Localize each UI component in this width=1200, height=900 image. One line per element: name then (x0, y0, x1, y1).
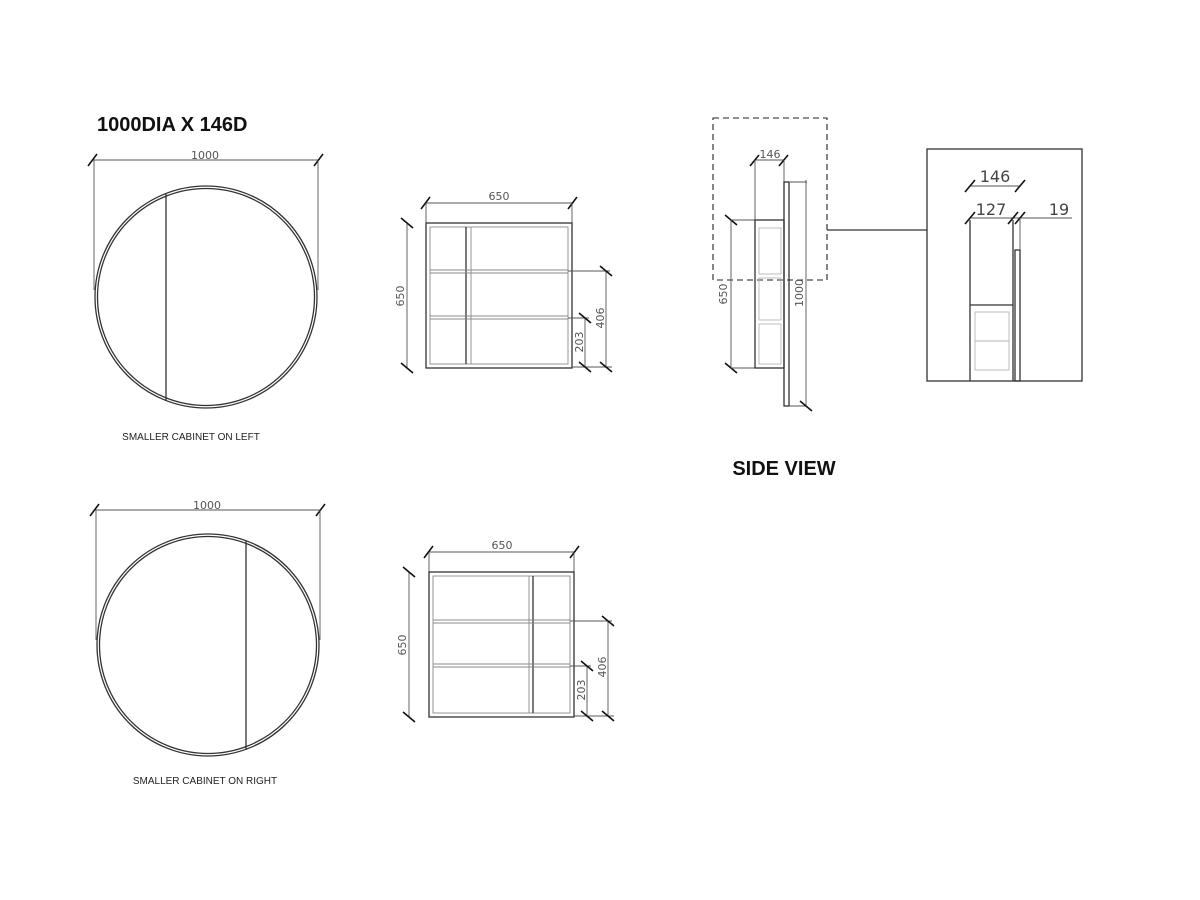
detail-view-box (926, 148, 1083, 382)
side-shelf-outline (758, 227, 782, 275)
width-dimension-label: 1000 (191, 149, 219, 162)
dimension-tick (599, 361, 613, 373)
dimension-tick (87, 153, 98, 167)
cabinet-width-label: 650 (492, 539, 513, 552)
dimension-tick (578, 361, 592, 373)
product-title: 1000DIA X 146D (97, 114, 247, 136)
dimension-tick (569, 545, 580, 559)
side-cabinet-height-label: 650 (717, 284, 730, 305)
detail-depth-label: 146 (980, 167, 1011, 186)
dimension-tick (580, 710, 594, 722)
dimension-tick (778, 154, 789, 167)
shelf-dimension-203-label: 203 (575, 680, 588, 701)
dimension-tick (1014, 179, 1026, 193)
dimension-tick (799, 400, 813, 412)
cabinet-height-label: 650 (394, 286, 407, 307)
detail-callout-box (712, 117, 828, 281)
mirror-outline-outer (94, 185, 318, 409)
cabinet-outer-frame (428, 571, 575, 718)
side-view-title: SIDE VIEW (732, 458, 835, 480)
shelf-dimension-203-label: 203 (573, 332, 586, 353)
round-mirror-right-config: 1000 SMALLER CABINET ON RIGHT (89, 499, 326, 787)
mirror-door-side (783, 181, 790, 407)
dimension-tick (400, 362, 414, 374)
dimension-tick (1007, 211, 1019, 225)
shelf-dimension-406-label: 406 (594, 308, 607, 329)
caption-left: SMALLER CABINET ON LEFT (122, 432, 260, 443)
dimension-tick (964, 179, 976, 193)
width-dimension-label: 1000 (193, 499, 221, 512)
dimension-tick (964, 211, 976, 225)
dimension-tick (567, 196, 578, 210)
dimension-tick (749, 154, 760, 167)
dimension-tick (315, 503, 326, 517)
side-shelf-outline (758, 323, 782, 365)
mirror-outline-inner (96, 187, 316, 407)
dimension-tick (89, 503, 100, 517)
dimension-tick (601, 615, 615, 627)
mirror-outline-inner (98, 535, 318, 755)
dimension-tick (402, 566, 416, 578)
dimension-tick (580, 660, 594, 672)
side-view: 146 650 1000 146 127 19 (712, 117, 1083, 480)
cabinet-width-label: 650 (489, 190, 510, 203)
mirror-outline-outer (96, 533, 320, 757)
side-depth-label: 146 (760, 148, 781, 161)
caption-right: SMALLER CABINET ON RIGHT (133, 776, 277, 787)
dimension-tick (402, 711, 416, 723)
dimension-tick (313, 153, 324, 167)
dimension-tick (599, 265, 613, 277)
dimension-tick (601, 710, 615, 722)
side-shelf-outline (758, 277, 782, 321)
side-mirror-height-label: 1000 (793, 279, 806, 307)
detail-mirror-door (1014, 249, 1021, 382)
dimension-tick (423, 545, 434, 559)
cabinet-elevation-right-config: 650 650 406 203 (396, 539, 615, 723)
cabinet-inner-frame (432, 575, 571, 714)
detail-body-depth-label: 127 (976, 200, 1007, 219)
dimension-tick (420, 196, 431, 210)
shelf-dimension-406-label: 406 (596, 657, 609, 678)
dimension-tick (400, 217, 414, 229)
cabinet-inner-frame (429, 226, 569, 365)
cabinet-height-label: 650 (396, 635, 409, 656)
cabinet-outer-frame (425, 222, 573, 369)
dimension-tick (578, 312, 592, 324)
cabinet-elevation-left-config: 650 650 406 203 (394, 190, 613, 374)
detail-door-thickness-label: 19 (1049, 200, 1069, 219)
round-mirror-left-config: 1000 SMALLER CABINET ON LEFT (87, 149, 324, 443)
